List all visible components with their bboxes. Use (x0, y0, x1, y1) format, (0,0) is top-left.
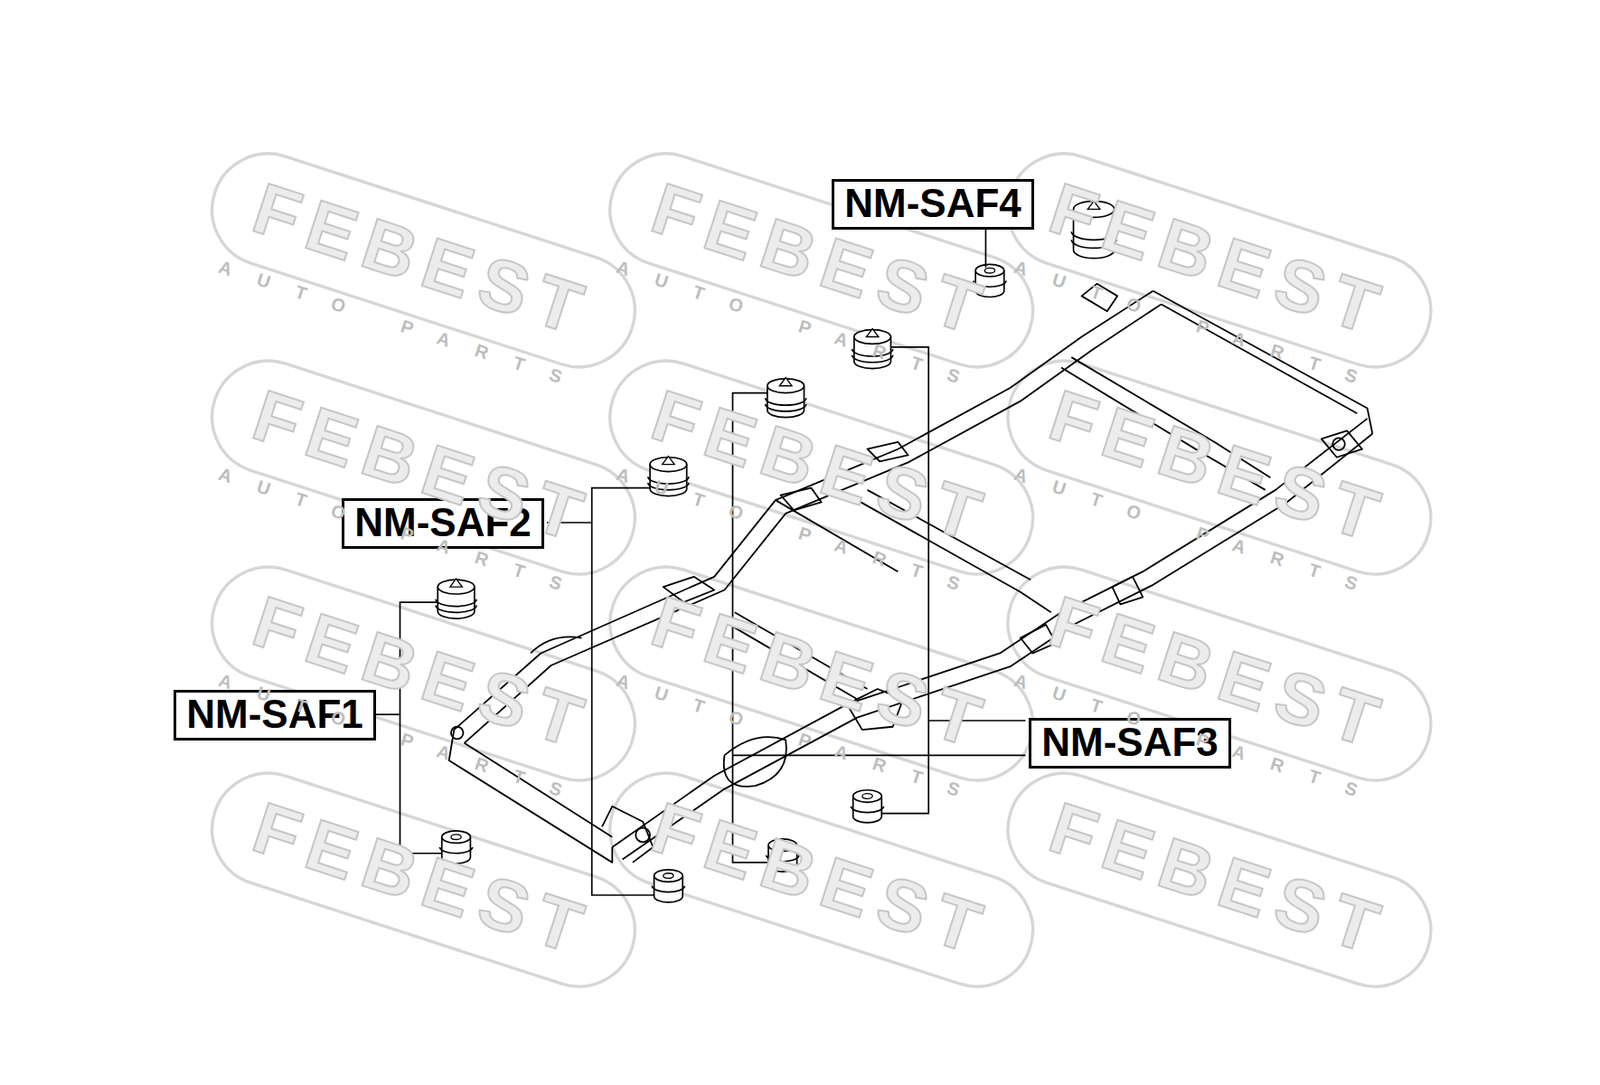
watermark: AUTO PARTS (613, 463, 989, 603)
part-number: NM-SAF3 (1040, 720, 1220, 764)
watermark: FEBEST (1039, 166, 1399, 354)
watermark: FEBEST (244, 166, 603, 354)
watermark: FEBEST (641, 373, 1001, 561)
watermark: AUTO PARTS (613, 669, 989, 810)
part-number: NM-SAF2 (353, 500, 533, 545)
leader-line (373, 226, 1026, 895)
part-number-box: NM-SAF1 (173, 689, 377, 741)
watermark: AUTO PARTS (613, 256, 989, 396)
watermark: FEBEST (244, 785, 603, 973)
body-mount-bushing (435, 200, 1117, 903)
watermark: AUTO PARTS (216, 256, 591, 396)
watermark-oval (197, 139, 1445, 1001)
watermark: FEBEST (1039, 785, 1399, 973)
watermark: FEBEST (641, 785, 1001, 973)
part-number-box: NM-SAF2 (341, 498, 545, 549)
watermark: FEBEST (641, 579, 1001, 767)
part-number: NM-SAF1 (185, 692, 365, 736)
part-number: NM-SAF4 (843, 181, 1023, 226)
watermark: AUTO PARTS (1011, 463, 1386, 603)
watermark: FEBEST (1039, 373, 1399, 561)
part-number-box: NM-SAF3 (1028, 717, 1232, 769)
part-number-box: NM-SAF4 (831, 178, 1035, 230)
ladder-frame (449, 283, 1374, 863)
watermark: AUTO PARTS (1011, 256, 1386, 396)
